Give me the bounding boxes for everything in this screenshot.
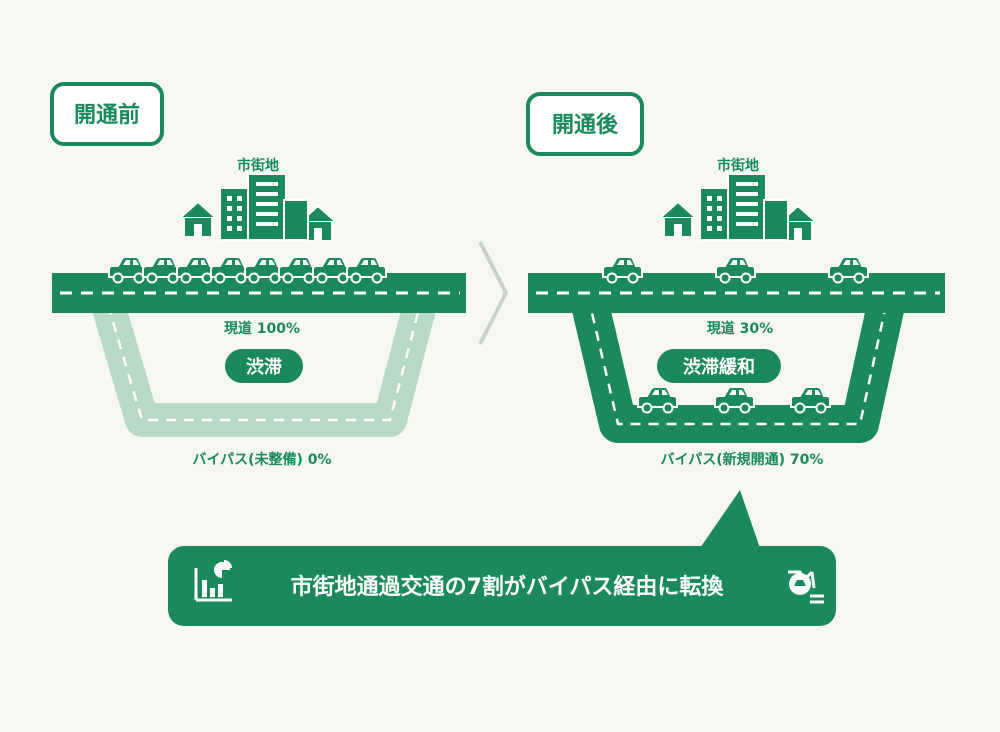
after-main-road (528, 273, 945, 313)
before-title-box: 開通前 (50, 82, 164, 146)
after-status: 渋滞緩和 (683, 356, 755, 378)
after-panel: 開通後 市街地 現道 30% 渋滞緩和 バイパス(新規開通) 70% (526, 92, 945, 468)
after-title-box: 開通後 (526, 92, 644, 156)
after-bypass-label: バイパス(新規開通) 70% (661, 451, 824, 468)
after-city-icon (660, 174, 816, 240)
after-city-label: 市街地 (717, 157, 759, 174)
before-status-pill: 渋滞 (225, 349, 303, 383)
car-route-icon (788, 570, 824, 604)
after-title: 開通後 (552, 112, 619, 138)
summary-banner: 市街地通過交通の7割がバイパス経由に転換 (168, 490, 836, 626)
before-status: 渋滞 (246, 356, 282, 378)
before-city-label: 市街地 (237, 157, 279, 174)
after-status-pill: 渋滞緩和 (657, 349, 781, 383)
before-title: 開通前 (74, 102, 140, 128)
before-city-icon (180, 174, 336, 240)
after-main-road-label: 現道 30% (707, 320, 773, 337)
before-main-road-label: 現道 100% (224, 320, 300, 337)
before-bypass-label: バイパス(未整備) 0% (192, 451, 331, 468)
before-panel: 開通前 市街地 現道 100% 渋滞 バイパス(未整備) 0% (50, 82, 466, 468)
chart-icon (194, 560, 232, 602)
chevron-right-icon (478, 241, 509, 345)
summary-text: 市街地通過交通の7割がバイパス経由に転換 (291, 574, 725, 600)
